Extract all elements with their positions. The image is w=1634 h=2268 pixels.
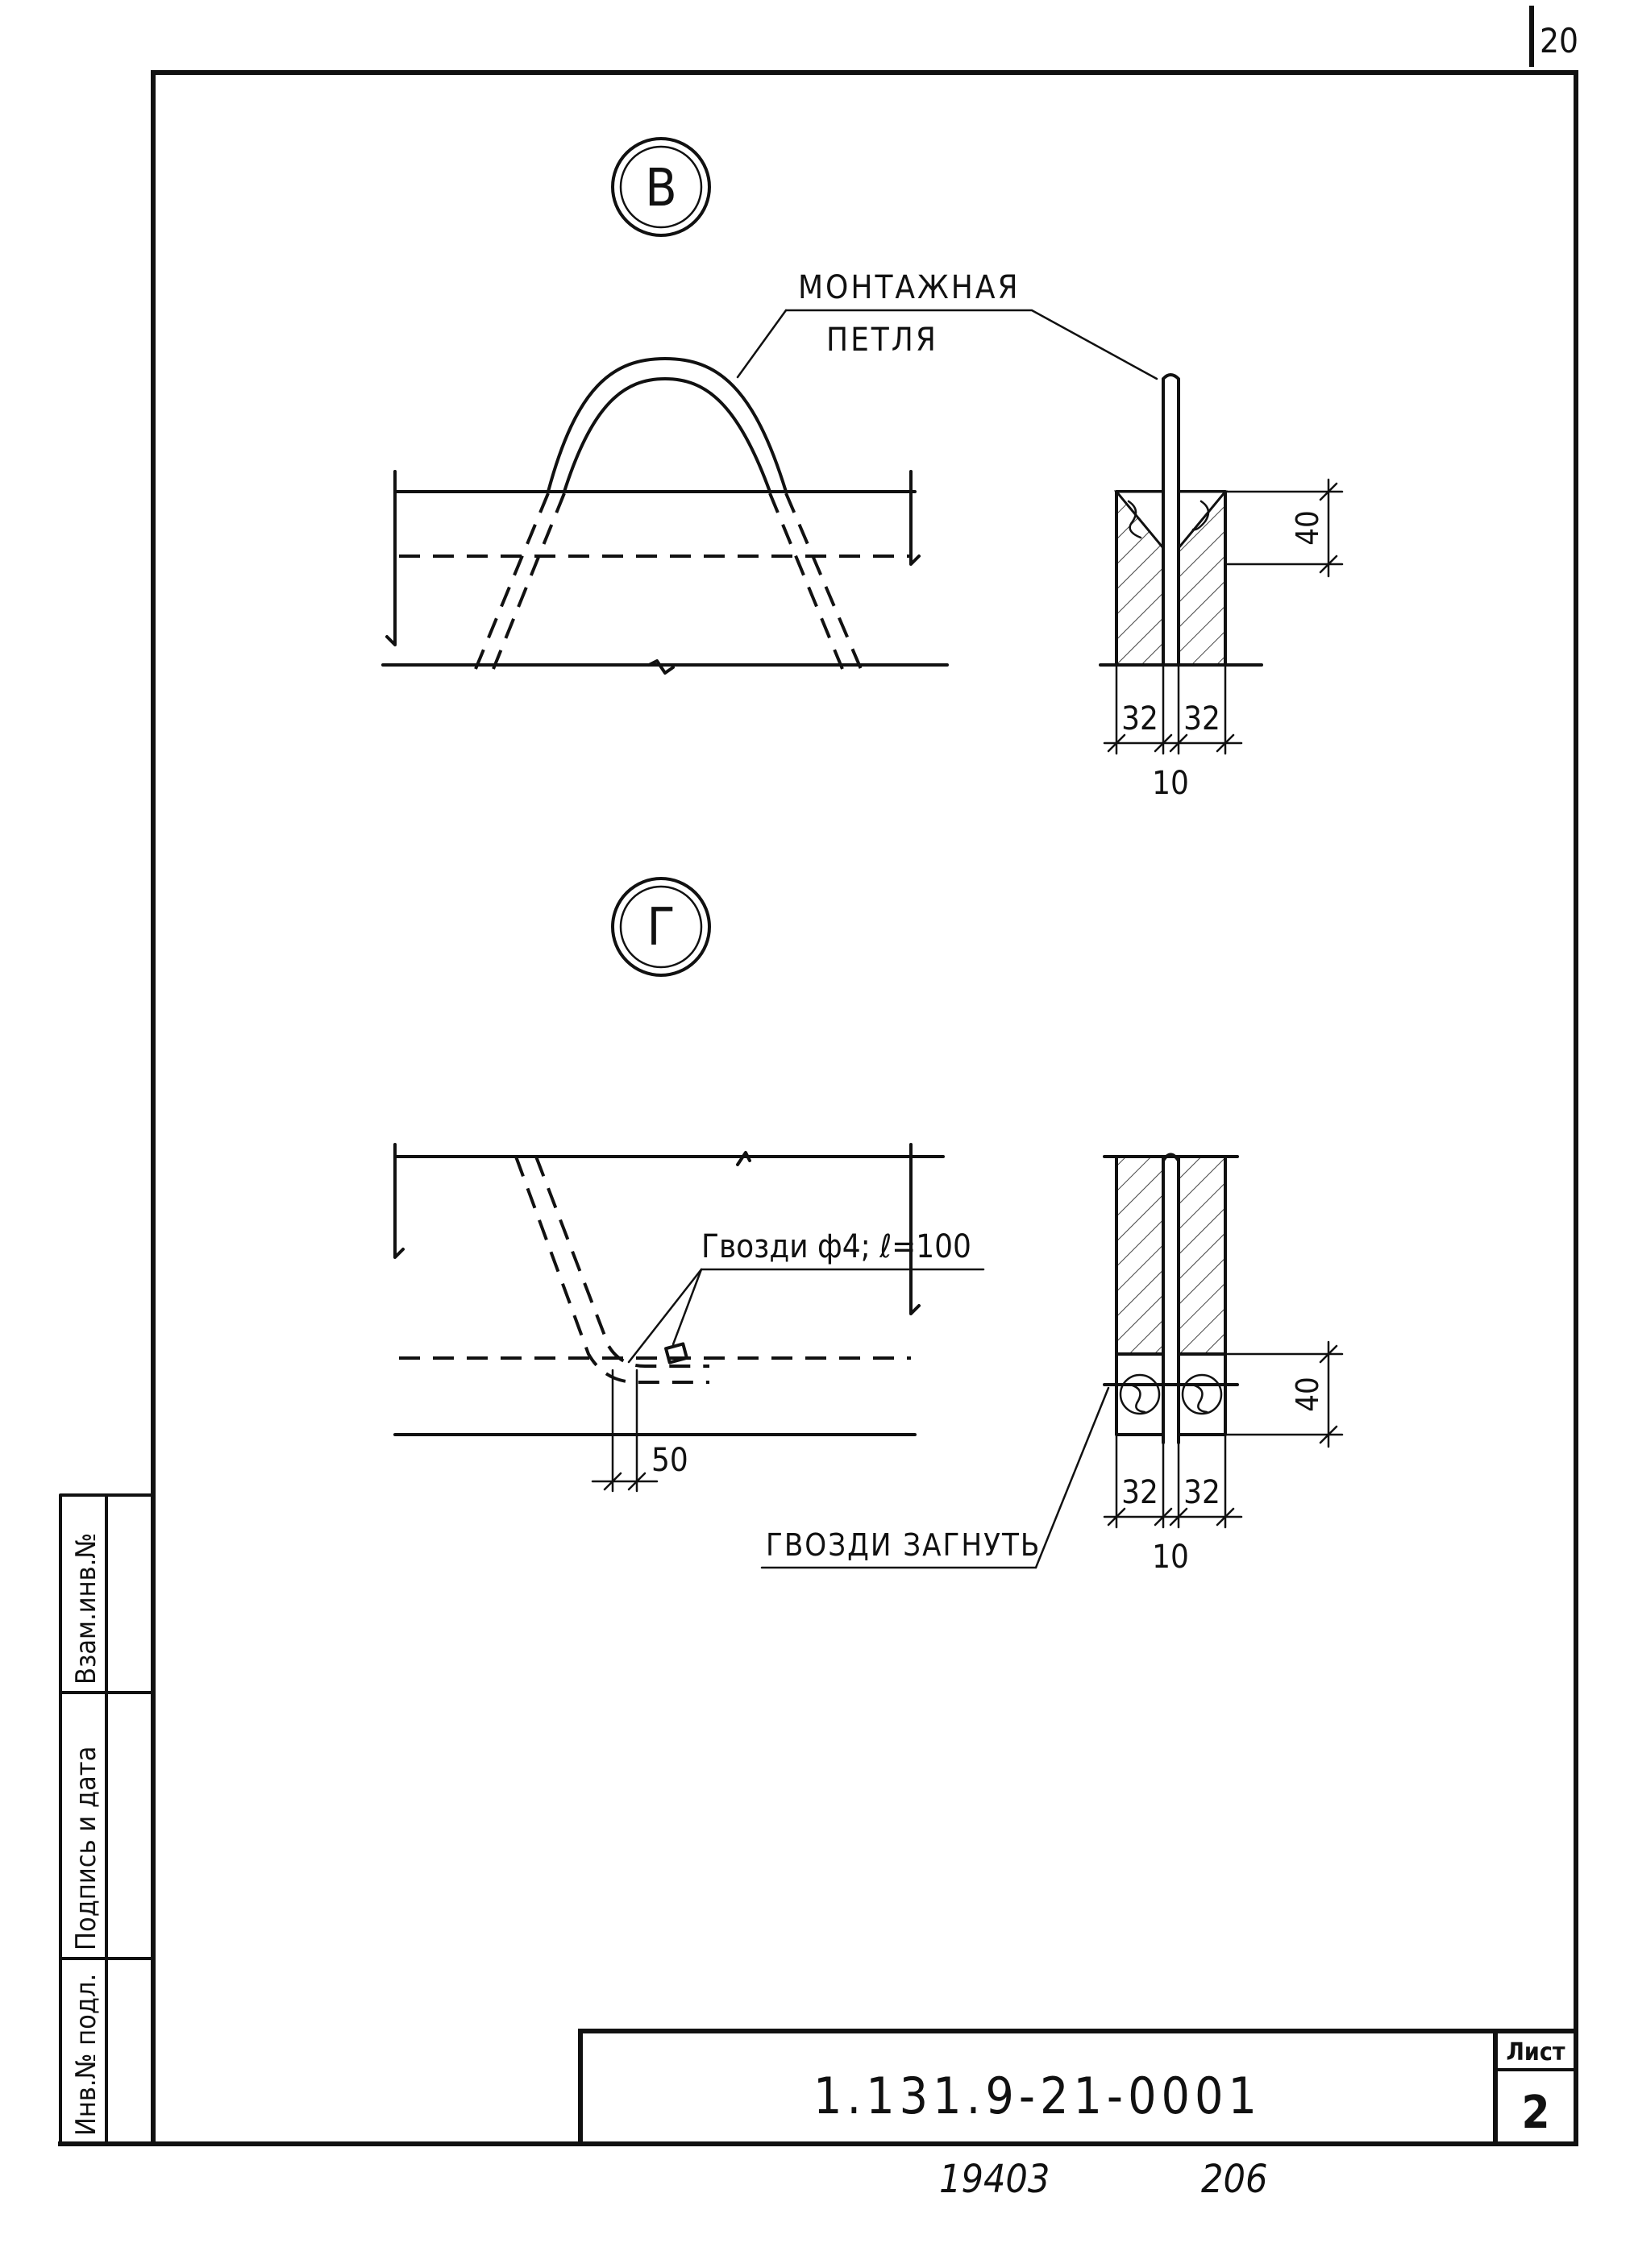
node-v-beam-elevation <box>381 470 949 675</box>
node-g-section <box>1103 1153 1239 1444</box>
node-g-marker-letter: Г <box>647 898 675 957</box>
node-g-beam-elevation <box>393 1143 945 1436</box>
node-v-section <box>1099 373 1263 667</box>
node-v-dim-left: 32 <box>1121 700 1158 737</box>
node-v-marker <box>611 137 711 237</box>
node-v-lifting-loop <box>474 357 863 670</box>
node-v-callout-line1: МОНТАЖНАЯ <box>798 269 1020 306</box>
side-stamp <box>59 1493 155 2145</box>
stamp-podpis-data: Подпись и дата <box>70 1747 102 1950</box>
node-g-dim-gap: 10 <box>1152 1539 1189 1576</box>
stamp-inv-podl: Инв.№ подл. <box>70 1974 102 2136</box>
sheet-number: 2 <box>1521 2087 1549 2139</box>
node-v-marker-letter: В <box>645 159 677 218</box>
stamp-vzam-inv: Взам.инв.№ <box>70 1533 102 1684</box>
node-g-bend-leader <box>760 1386 1110 1569</box>
node-g-callout-bend: ГВОЗДИ ЗАГНУТЬ <box>766 1527 1041 1563</box>
node-v-callout-line2: ПЕТЛЯ <box>826 322 938 359</box>
node-g-dim-left: 32 <box>1121 1474 1158 1511</box>
corner-page-number: 20 <box>1540 21 1578 60</box>
archive-number: 19403 <box>939 2157 1050 2202</box>
node-v-dimension-lines <box>1103 478 1344 755</box>
node-v-leader-lines <box>736 309 1158 380</box>
node-g-loop-dimension <box>591 1369 659 1493</box>
title-block <box>578 2029 1578 2146</box>
document-code: 1.131.9-21-0001 <box>813 2067 1262 2125</box>
node-g-callout-leader <box>627 1268 985 1364</box>
archive-page: 206 <box>1201 2157 1267 2202</box>
sheet-label: Лист <box>1507 2038 1565 2067</box>
node-g-callout-nails: Гвозди ф4; ℓ=100 <box>701 1228 971 1265</box>
node-v-dim-height: 40 <box>1290 510 1325 546</box>
node-g-dimension-lines <box>1103 1340 1344 1529</box>
node-g-marker <box>611 877 711 977</box>
node-v-dim-gap: 10 <box>1152 765 1189 802</box>
node-g-dim-right: 32 <box>1183 1474 1220 1511</box>
node-g-dim-loop: 50 <box>651 1442 688 1479</box>
node-g-embedded-loop <box>514 1156 709 1384</box>
node-v-dim-right: 32 <box>1183 700 1220 737</box>
node-g-dim-height: 40 <box>1290 1377 1325 1412</box>
sheet-frame <box>58 6 1578 2146</box>
